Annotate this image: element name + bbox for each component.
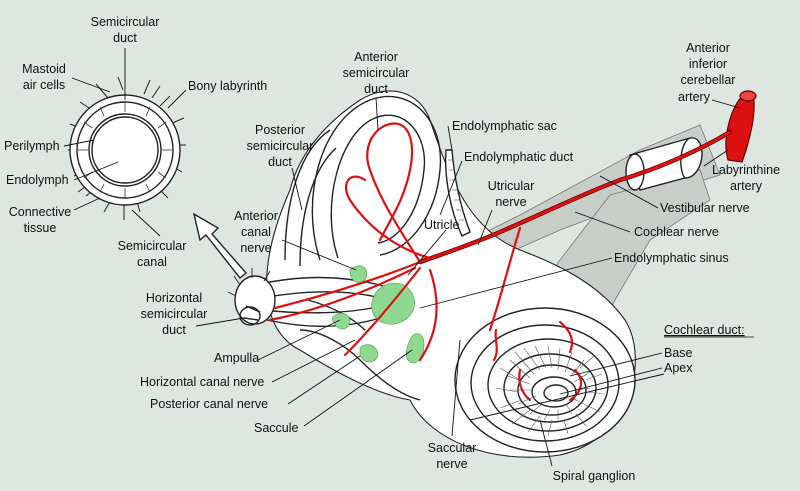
- semicircular-duct-lumen: [88, 113, 162, 187]
- label-base: Base: [664, 346, 693, 360]
- label-anterior-duct-1: Anterior: [354, 50, 398, 64]
- label-mastoid-2: air cells: [23, 78, 65, 92]
- label-anterior-canal-nerve-1: Anterior: [234, 209, 278, 223]
- crista-horizontal: [331, 312, 351, 330]
- canal-cross-section: [68, 76, 247, 279]
- label-mastoid-1: Mastoid: [22, 62, 66, 76]
- endolymph-space: [91, 116, 159, 184]
- label-labyrinthine-1: Labyrinthine: [712, 163, 780, 177]
- crista-posterior: [359, 344, 379, 363]
- label-aica-3: cerebellar: [681, 73, 736, 87]
- label-endolymph: Endolymph: [6, 173, 69, 187]
- endolymphatic-sac: [444, 149, 471, 237]
- label-anterior-duct-2: semicircular: [343, 66, 410, 80]
- ampulla-horizontal: [234, 275, 276, 325]
- label-utricular-nerve-2: nerve: [495, 195, 526, 209]
- cochlear-striations: [495, 345, 605, 437]
- label-aica-1: Anterior: [686, 41, 730, 55]
- label-labyrinthine-2: artery: [730, 179, 763, 193]
- label-vestibular-nerve: Vestibular nerve: [660, 201, 750, 215]
- label-posterior-duct-2: semicircular: [247, 139, 314, 153]
- label-semicircular-canal-1: Semicircular: [118, 239, 187, 253]
- label-endolymphatic-sac: Endolymphatic sac: [452, 119, 557, 133]
- label-semicircular-canal-2: canal: [137, 255, 167, 269]
- label-utricular-nerve-1: Utricular: [488, 179, 535, 193]
- label-spiral-ganglion: Spiral ganglion: [553, 469, 636, 483]
- label-cochlear-duct: Cochlear duct:: [664, 323, 745, 337]
- label-saccular-nerve-1: Saccular: [428, 441, 477, 455]
- label-anterior-canal-nerve-3: nerve: [240, 241, 271, 255]
- label-anterior-duct-3: duct: [364, 82, 388, 96]
- crista-anterior: [349, 265, 368, 283]
- label-connective-1: Connective: [9, 205, 72, 219]
- label-endolymphatic-duct: Endolymphatic duct: [464, 150, 574, 164]
- inset-arrow: [192, 212, 247, 279]
- label-aica-2: inferior: [689, 57, 727, 71]
- label-saccular-nerve-2: nerve: [436, 457, 467, 471]
- perilymph-strands: [78, 102, 172, 198]
- cochlea: [454, 307, 636, 453]
- label-horizontal-duct-1: Horizontal: [146, 291, 202, 305]
- label-semicircular-duct-1: Semicircular: [91, 15, 160, 29]
- label-horizontal-duct-3: duct: [162, 323, 186, 337]
- label-horizontal-canal-nerve: Horizontal canal nerve: [140, 375, 264, 389]
- label-bony-labyrinth: Bony labyrinth: [188, 79, 267, 93]
- label-connective-2: tissue: [24, 221, 57, 235]
- label-saccule: Saccule: [254, 421, 299, 435]
- label-horizontal-duct-2: semicircular: [141, 307, 208, 321]
- arteries: [268, 90, 757, 402]
- leader-lines: [63, 48, 741, 467]
- labels: Semicircular duct Mastoid air cells Bony…: [4, 15, 780, 483]
- label-posterior-duct-3: duct: [268, 155, 292, 169]
- label-perilymph: Perilymph: [4, 139, 60, 153]
- label-posterior-duct-1: Posterior: [255, 123, 305, 137]
- label-cochlear-nerve: Cochlear nerve: [634, 225, 719, 239]
- label-ampulla: Ampulla: [214, 351, 259, 365]
- label-endolymphatic-sinus: Endolymphatic sinus: [614, 251, 729, 265]
- label-utricle: Utricle: [424, 218, 459, 232]
- label-aica-4: artery: [678, 90, 711, 104]
- aica-vessel: [725, 91, 755, 163]
- label-posterior-canal-nerve: Posterior canal nerve: [150, 397, 268, 411]
- label-anterior-canal-nerve-2: canal: [241, 225, 271, 239]
- label-semicircular-duct-2: duct: [113, 31, 137, 45]
- label-apex: Apex: [664, 361, 693, 375]
